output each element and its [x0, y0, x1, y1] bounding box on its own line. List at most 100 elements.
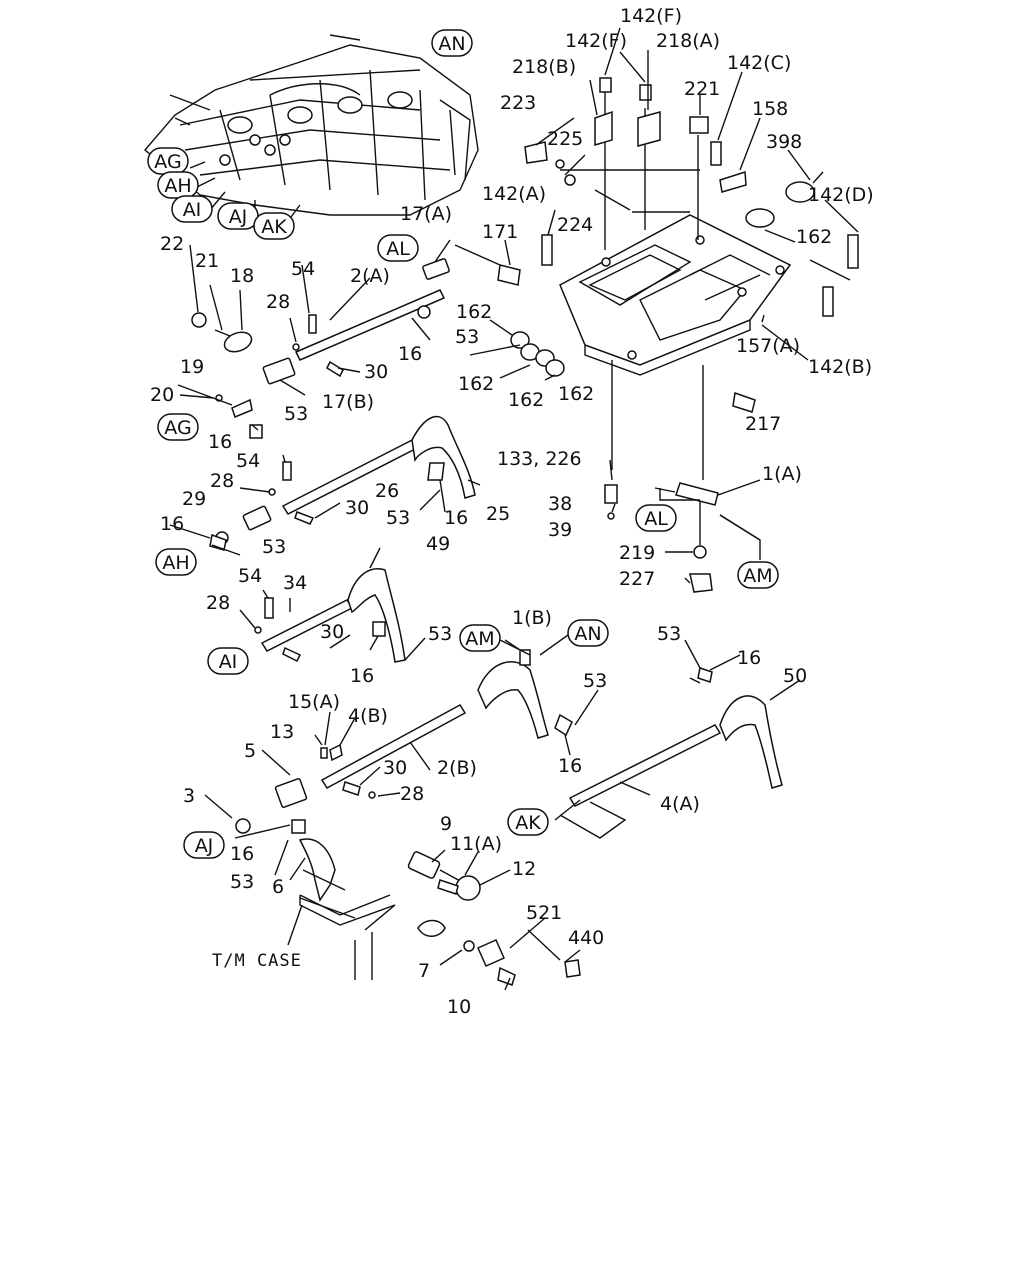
label-30-c: 30 [320, 621, 344, 643]
label-49: 49 [426, 533, 450, 555]
label-1A: 1(A) [762, 463, 802, 485]
part-labels: 142(F) 142(F) 218(B) 218(A) 221 142(C) 2… [150, 5, 874, 1018]
label-219: 219 [619, 542, 655, 564]
callout-AH-text: AH [164, 175, 191, 197]
label-162-b: 162 [456, 301, 492, 323]
label-6: 6 [272, 876, 284, 898]
callout-AK-top[interactable]: AK [253, 212, 295, 240]
label-53-g: 53 [230, 871, 254, 893]
label-26: 26 [375, 480, 399, 502]
label-38: 38 [548, 493, 572, 515]
shift-rail-26 [215, 415, 476, 545]
label-9: 9 [440, 813, 452, 835]
callout-AH-rail[interactable]: AH [155, 548, 197, 576]
label-10: 10 [447, 996, 471, 1018]
label-142B: 142(B) [808, 356, 872, 378]
label-440: 440 [568, 927, 604, 949]
label-30-d: 30 [383, 757, 407, 779]
label-227: 227 [619, 568, 655, 590]
label-221: 221 [684, 78, 720, 100]
label-162-d: 162 [508, 389, 544, 411]
callout-AN2-text: AN [574, 623, 601, 645]
callout-AL2-text: AL [644, 508, 668, 530]
label-28-c: 28 [206, 592, 230, 614]
callout-AG-top[interactable]: AG [147, 147, 189, 175]
tm-case-sketch [299, 894, 396, 980]
label-22: 22 [160, 233, 184, 255]
label-162-e: 162 [558, 383, 594, 405]
label-162-a: 162 [796, 226, 832, 248]
label-157A: 157(A) [736, 335, 800, 357]
label-133-226: 133, 226 [497, 448, 582, 470]
shift-rail-34 [260, 568, 406, 663]
label-30-b: 30 [345, 497, 369, 519]
label-39: 39 [548, 519, 572, 541]
callout-AM-fork[interactable]: AM [459, 624, 501, 652]
label-17B: 17(B) [322, 391, 374, 413]
callout-AI2-text: AI [219, 651, 238, 673]
callout-AI-text: AI [183, 199, 202, 221]
label-19: 19 [180, 356, 204, 378]
callout-AJ-top[interactable]: AJ [217, 202, 259, 230]
label-16-e: 16 [350, 665, 374, 687]
label-16-b: 16 [208, 431, 232, 453]
label-142F-b: 142(F) [565, 30, 627, 52]
label-25: 25 [486, 503, 510, 525]
label-11A: 11(A) [450, 833, 502, 855]
label-case: T/M CASE [212, 951, 302, 971]
callout-AL-lever[interactable]: AL [635, 504, 677, 532]
top-cover-157A [559, 214, 792, 376]
callout-AG2-text: AG [164, 417, 191, 439]
callout-AN-fork[interactable]: AN [567, 619, 609, 647]
label-162-c: 162 [458, 373, 494, 395]
label-29: 29 [182, 488, 206, 510]
callout-AG-rail[interactable]: AG [157, 413, 199, 441]
label-30-a: 30 [364, 361, 388, 383]
label-2B: 2(B) [437, 757, 477, 779]
label-16-g: 16 [230, 843, 254, 865]
callout-AN-top[interactable]: AN [431, 29, 473, 57]
label-4A: 4(A) [660, 793, 700, 815]
label-12: 12 [512, 858, 536, 880]
label-54-a: 54 [291, 258, 315, 280]
label-16-d: 16 [160, 513, 184, 535]
leader-lines [169, 27, 859, 991]
callout-AM-text: AM [743, 565, 772, 587]
label-171: 171 [482, 221, 518, 243]
callout-AL-text: AL [386, 238, 410, 260]
callout-AI-rail[interactable]: AI [207, 647, 249, 675]
label-218A: 218(A) [656, 30, 720, 52]
callout-AH-top[interactable]: AH [157, 171, 199, 199]
callout-AJ2-text: AJ [195, 835, 214, 857]
label-28-b: 28 [210, 470, 234, 492]
shift-rail-4A [568, 695, 783, 807]
callout-AL-rail[interactable]: AL [377, 234, 419, 262]
callout-AI-top[interactable]: AI [171, 195, 213, 223]
label-142A: 142(A) [482, 183, 546, 205]
label-16-a: 16 [398, 343, 422, 365]
label-50: 50 [783, 665, 807, 687]
label-3: 3 [183, 785, 195, 807]
label-142D: 142(D) [808, 184, 874, 206]
shift-rail-2A [191, 258, 450, 385]
label-16-c: 16 [444, 507, 468, 529]
label-5: 5 [244, 740, 256, 762]
callout-AM-lever[interactable]: AM [737, 561, 779, 589]
small-parts-left [209, 314, 713, 895]
callout-AJ-rail[interactable]: AJ [183, 831, 225, 859]
label-20: 20 [150, 384, 174, 406]
label-17A: 17(A) [400, 203, 452, 225]
label-53-b: 53 [284, 403, 308, 425]
label-28-d: 28 [400, 783, 424, 805]
callout-AG-text: AG [154, 151, 181, 173]
shift-rail-2B-4B [235, 661, 549, 919]
label-142C: 142(C) [727, 52, 791, 74]
label-225: 225 [547, 128, 583, 150]
label-13: 13 [270, 721, 294, 743]
label-28-a: 28 [266, 291, 290, 313]
label-223: 223 [500, 92, 536, 114]
callout-AH2-text: AH [162, 552, 189, 574]
callout-AK-rail[interactable]: AK [507, 808, 549, 836]
